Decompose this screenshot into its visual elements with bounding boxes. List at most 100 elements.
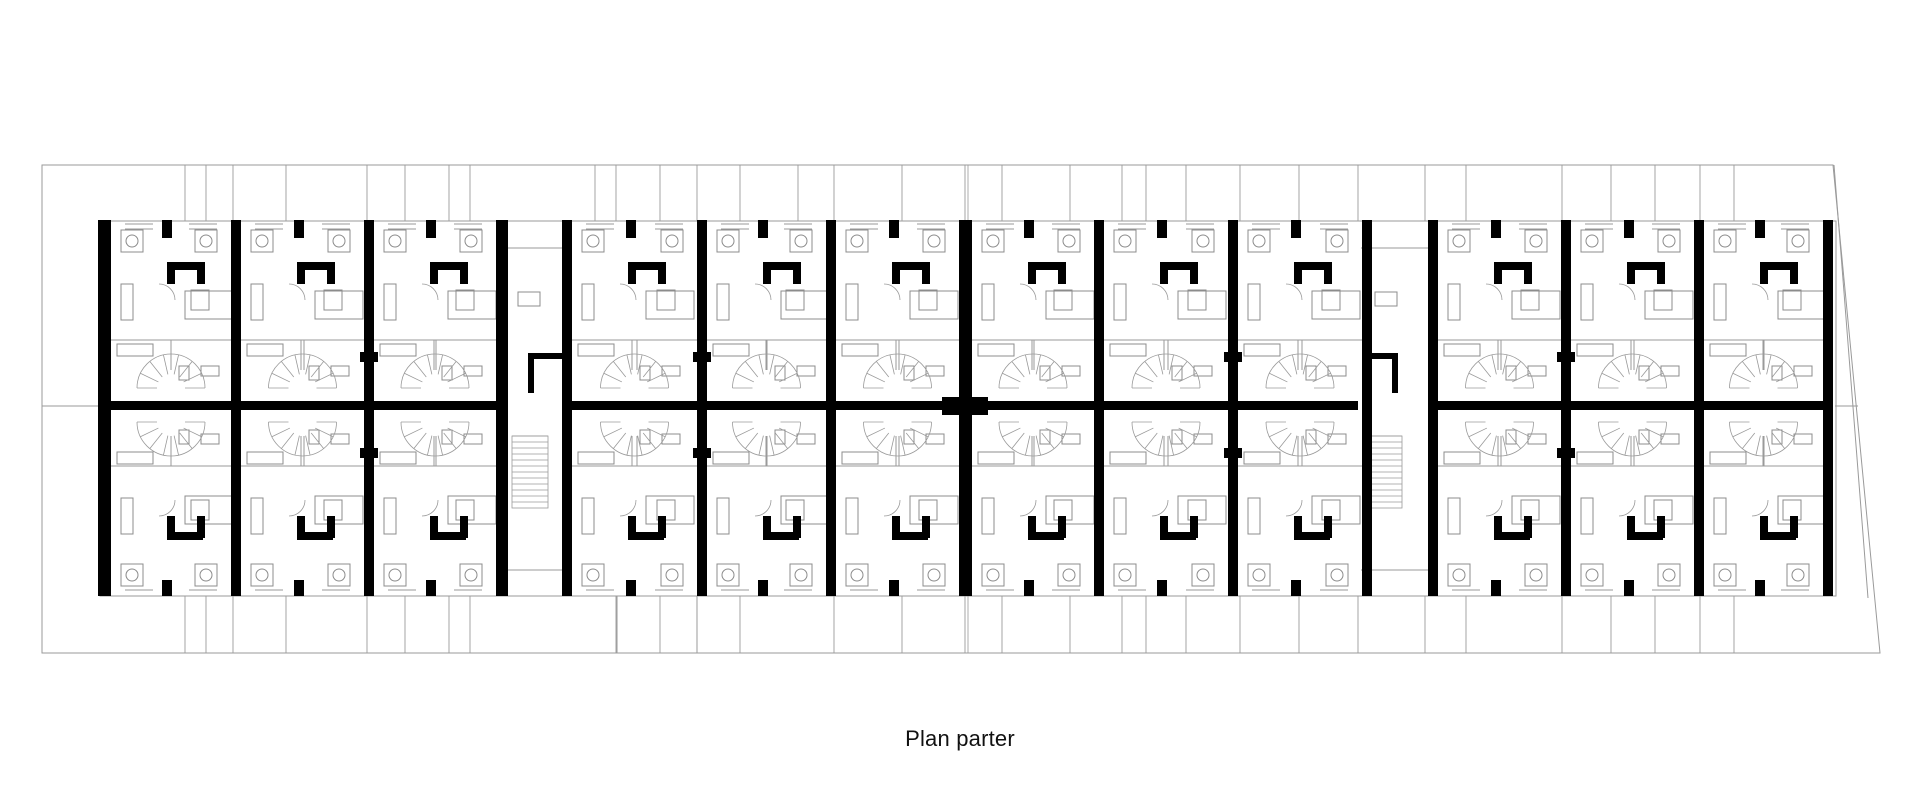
facade-pier [1491, 580, 1501, 596]
stair-tread [447, 427, 466, 438]
stair-tread [305, 435, 311, 456]
stair-tread [1278, 361, 1292, 378]
stair-outline [600, 421, 669, 457]
stair-outline [1598, 353, 1667, 389]
stair-outline [1465, 353, 1534, 389]
facade-pier [626, 580, 636, 596]
inner-wall [1160, 532, 1196, 540]
facade-pier [1291, 580, 1301, 596]
bed [1311, 290, 1361, 320]
stair-tread [271, 427, 291, 438]
toilet [1638, 429, 1650, 445]
dining-chair [850, 568, 864, 582]
dining-chair [1529, 568, 1543, 582]
dining-table [383, 229, 407, 253]
inner-wall [892, 532, 928, 540]
stair-tread [1308, 432, 1322, 449]
door-swing [754, 283, 772, 301]
column [1224, 352, 1242, 362]
toilet [1771, 365, 1783, 381]
basin [1660, 433, 1680, 445]
facade-pier [1755, 580, 1765, 596]
basin [796, 433, 816, 445]
inner-wall [167, 262, 203, 270]
stair-tread [179, 361, 193, 378]
door-swing [421, 499, 439, 517]
stair-outline [1265, 421, 1335, 457]
inner-wall [793, 262, 801, 284]
dining-chair [1330, 568, 1344, 582]
walls-layer [98, 220, 1833, 596]
sofa [1713, 497, 1727, 535]
stair-tread [1168, 435, 1174, 456]
stair-tread [1601, 427, 1621, 438]
toilet [1505, 365, 1517, 381]
bed [1644, 495, 1694, 525]
inner-wall [1028, 262, 1064, 270]
stair-tread [603, 372, 623, 383]
column [693, 352, 711, 362]
dining-table [459, 229, 483, 253]
inner-wall [167, 532, 203, 540]
dining-chair [388, 234, 402, 248]
kitchen-counter [1709, 451, 1747, 465]
stair-tread [280, 432, 295, 449]
stair-tread [427, 354, 433, 375]
dining-chair [1252, 568, 1266, 582]
dining-table [383, 563, 407, 587]
basin [330, 365, 350, 377]
kitchen-counter [379, 451, 417, 465]
dining-table [789, 563, 813, 587]
stair-tread [1640, 432, 1655, 449]
inner-wall [1028, 516, 1036, 538]
sofa [1247, 497, 1261, 535]
facade-pier [1624, 220, 1634, 238]
stair-tread [909, 372, 929, 383]
kitchen-counter [116, 451, 154, 465]
kitchen-counter [977, 343, 1015, 357]
stair-tread [1766, 435, 1772, 456]
toilet [1305, 429, 1317, 445]
inner-wall [1294, 516, 1302, 538]
toilet [1039, 365, 1051, 381]
stair-tread [1511, 372, 1531, 383]
inner-wall [1524, 516, 1532, 538]
basin [1527, 433, 1547, 445]
bed [447, 290, 497, 320]
basin [1061, 365, 1081, 377]
dining-chair [1662, 568, 1676, 582]
door-swing [1285, 283, 1303, 301]
inner-wall [763, 516, 771, 538]
stair-outline [863, 353, 932, 389]
inner-wall [297, 516, 305, 538]
kitchen-counter [246, 343, 284, 357]
dining-table [660, 563, 684, 587]
dining-chair [388, 568, 402, 582]
dining-table [1713, 229, 1737, 253]
inner-wall [922, 516, 930, 538]
stair-tread [443, 432, 457, 449]
stair-tread [758, 354, 764, 375]
armchair [190, 289, 210, 311]
party-wall [959, 220, 972, 596]
kitchen-counter [577, 343, 615, 357]
stair-tread [637, 435, 643, 456]
door-swing [1618, 499, 1636, 517]
sofa [120, 283, 134, 321]
bed [1511, 290, 1561, 320]
inner-wall [1294, 262, 1302, 284]
dining-table [1447, 563, 1471, 587]
stair-tread [1144, 432, 1158, 449]
door-swing [1751, 283, 1769, 301]
toilet [639, 429, 651, 445]
stair-tread [149, 361, 163, 378]
basin [1660, 365, 1680, 377]
sofa [581, 497, 595, 535]
inner-wall [430, 262, 438, 284]
sofa [383, 497, 397, 535]
door-swing [1285, 499, 1303, 517]
stair-tread [1278, 432, 1292, 449]
stair-tread [1174, 361, 1188, 378]
dining-chair [794, 568, 808, 582]
inner-wall [1657, 262, 1665, 284]
